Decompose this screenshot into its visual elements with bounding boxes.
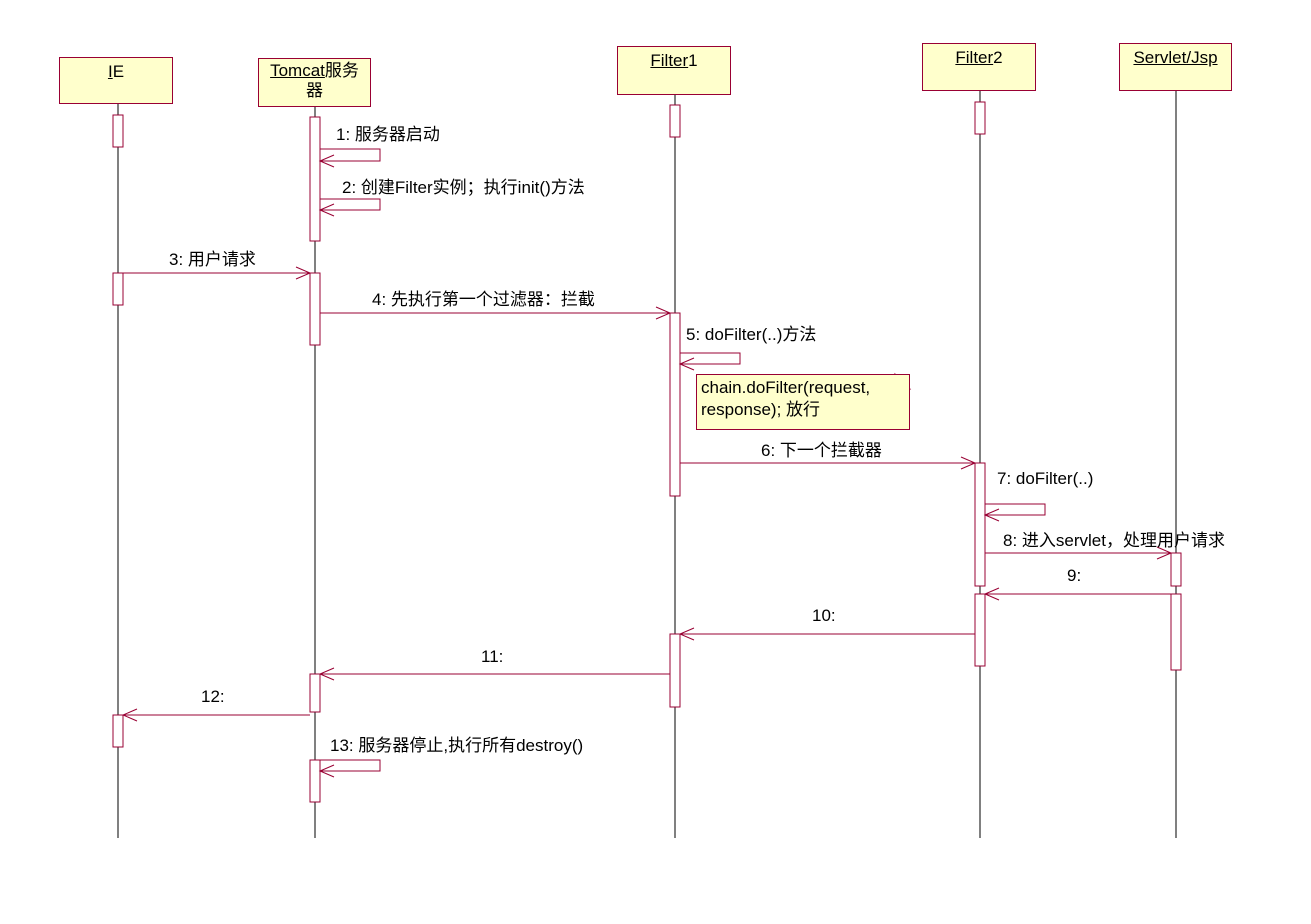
self-message-arrowhead-2	[318, 203, 335, 217]
activation-bar-servlet-14	[1170, 552, 1182, 587]
activation-bar-servlet-15	[1170, 593, 1182, 671]
lifeline-tomcat-name-line2: 器	[306, 81, 323, 100]
lifeline-lines	[117, 91, 1177, 838]
activation-bar-ie-3	[112, 714, 124, 748]
note-line-1: chain.doFilter(request,	[701, 378, 871, 397]
lifeline-servlet[interactable]: Servlet/Jsp	[1119, 43, 1232, 91]
activation-bar-ie-1	[112, 114, 124, 148]
note-line-2: response); 放行	[701, 400, 821, 419]
message-label-7: 7: doFilter(..)	[997, 469, 1094, 488]
message-label-10: 10:	[812, 606, 836, 625]
message-label-13: 13: 服务器停止,执行所有destroy()	[330, 736, 584, 755]
message-arrowhead-9	[983, 587, 1000, 601]
self-message-arrowhead-13	[318, 764, 335, 778]
message-label-6: 6: 下一个拦截器	[761, 441, 882, 460]
self-message-arrowhead-7	[983, 508, 1000, 522]
message-arrowhead-8	[1156, 546, 1173, 560]
self-message-arrowhead-5	[678, 357, 695, 371]
lifeline-tomcat-name-underlined: Tomcat	[270, 61, 325, 80]
message-arrowhead-11	[318, 667, 335, 681]
activation-bar-filter2-11	[974, 101, 986, 135]
lifeline-filter2-name-rest: 2	[993, 48, 1003, 67]
activation-bar-filter1-10	[669, 633, 681, 708]
message-label-2: 2: 创建Filter实例；执行init()方法	[342, 178, 585, 197]
message-label-9: 9:	[1067, 566, 1082, 585]
activation-bar-filter1-9	[669, 312, 681, 497]
activation-bars	[112, 101, 1182, 803]
message-label-3: 3: 用户请求	[169, 250, 256, 269]
message-arrowhead-6	[960, 456, 977, 470]
note-chain-dofilter[interactable]: chain.doFilter(request, response); 放行	[696, 374, 910, 430]
activation-bar-tomcat-5	[309, 272, 321, 346]
self-message-arrow-5	[680, 352, 741, 365]
message-label-5: 5: doFilter(..)方法	[686, 325, 817, 344]
lifeline-tomcat-name-rest: 服务	[324, 61, 359, 80]
activation-bar-tomcat-4	[309, 116, 321, 242]
lifeline-ie[interactable]: IE	[59, 57, 173, 104]
self-message-arrow-1	[320, 148, 381, 162]
message-label-11: 11:	[481, 647, 504, 666]
lifeline-filter1-name-underlined: Filter	[650, 51, 689, 70]
message-arrows	[121, 148, 1173, 778]
message-label-4: 4: 先执行第一个过滤器：拦截	[372, 290, 595, 309]
lifeline-filter2[interactable]: Filter2	[922, 43, 1036, 91]
message-label-1: 1: 服务器启动	[336, 125, 440, 144]
self-message-arrow-13	[320, 759, 381, 772]
self-message-arrow-2	[320, 198, 381, 211]
lifeline-tomcat[interactable]: Tomcat服务 器	[258, 58, 371, 107]
self-message-arrowhead-1	[318, 154, 335, 168]
lifeline-filter1-name-rest: 1	[688, 51, 698, 70]
message-arrowhead-3	[295, 266, 312, 280]
lifeline-ie-name-rest: E	[112, 62, 125, 81]
message-arrowhead-12	[121, 708, 138, 722]
activation-bar-filter1-8	[669, 104, 681, 138]
activation-bar-tomcat-7	[309, 759, 321, 803]
activation-bar-ie-2	[112, 272, 124, 306]
activation-bar-filter2-12	[974, 462, 986, 587]
message-label-8: 8: 进入servlet，处理用户请求	[1003, 531, 1225, 550]
activation-bar-tomcat-6	[309, 673, 321, 713]
message-arrowhead-4	[655, 306, 672, 320]
self-message-arrow-7	[985, 503, 1046, 516]
lifeline-filter2-name-underlined: Filter	[955, 48, 994, 67]
lifeline-filter1[interactable]: Filter1	[617, 46, 731, 95]
activation-bar-filter2-13	[974, 593, 986, 667]
lifeline-ie-name-underlined: I	[107, 62, 113, 81]
lifeline-servlet-name-underlined: Servlet/Jsp	[1133, 48, 1218, 67]
message-label-12: 12:	[201, 687, 225, 706]
message-arrowhead-10	[678, 627, 695, 641]
